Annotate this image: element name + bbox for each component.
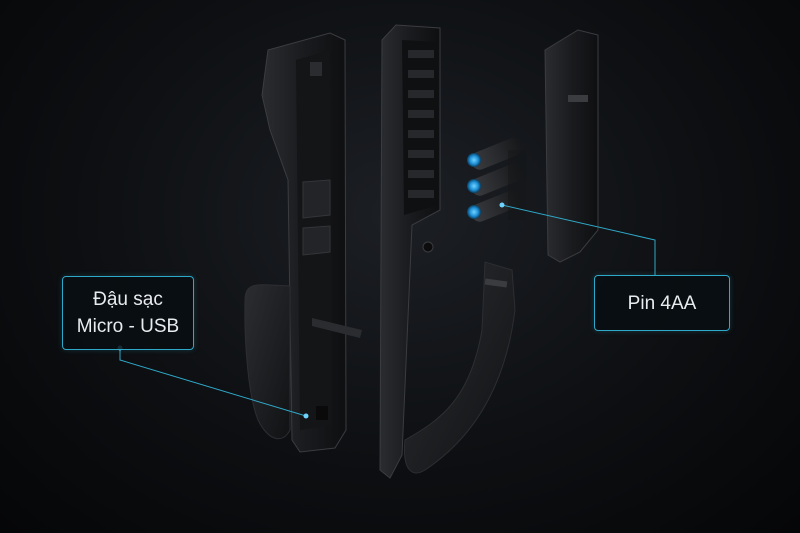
battery-callout-label: Pin 4AA: [627, 292, 697, 314]
keypad-slots: [408, 50, 434, 198]
usb-port: [316, 406, 328, 420]
cover-logo: [568, 95, 588, 102]
logo-mark: [484, 278, 508, 288]
battery-target-dot: [499, 202, 505, 208]
exterior-panel: [379, 24, 441, 479]
usb-leader-line: [119, 348, 307, 417]
interior-handle: [244, 284, 291, 440]
usb-callout-line2: Micro - USB: [76, 316, 180, 337]
spindle: [312, 318, 362, 338]
exterior-handle: [403, 261, 516, 474]
slot-top: [310, 62, 322, 76]
battery-callout: Pin 4AA: [594, 275, 730, 331]
battery-leader-line: [501, 204, 656, 275]
usb-callout-line1: Đậu sạc: [93, 289, 163, 310]
batteries: [467, 138, 526, 222]
usb-target-dot: [303, 413, 309, 419]
usb-callout: Đậu sạc Micro - USB: [62, 276, 194, 350]
keyhole: [422, 241, 434, 253]
battery: [467, 138, 522, 170]
battery-cover: [544, 29, 599, 263]
interior-panel: [261, 32, 362, 453]
